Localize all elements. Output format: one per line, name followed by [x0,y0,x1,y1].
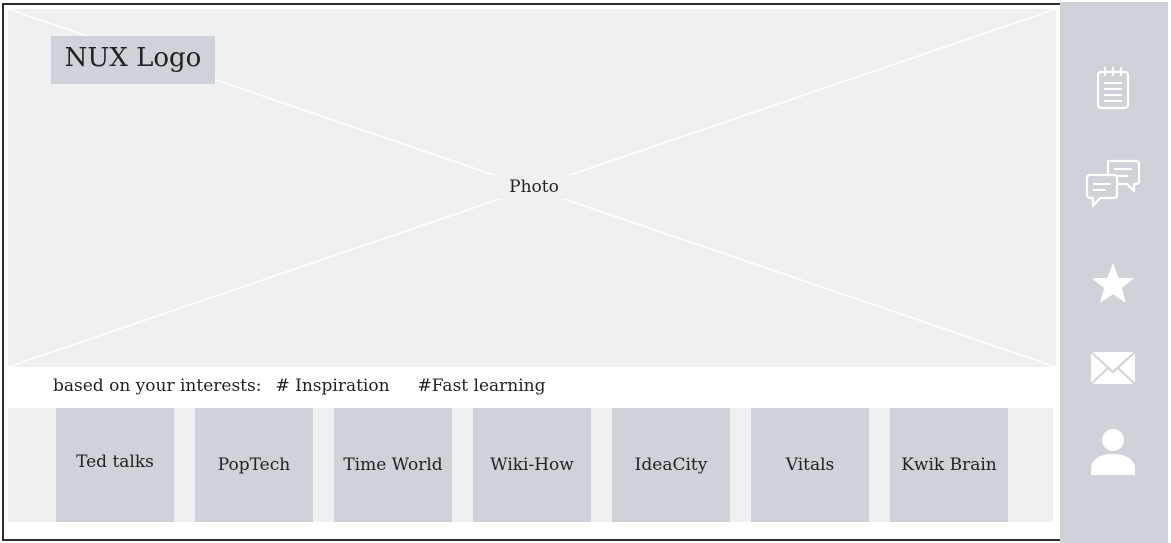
photo-label: Photo [478,175,590,199]
tag-inspiration[interactable]: # Inspiration [275,376,390,396]
card-vitals[interactable]: Vitals [751,408,869,522]
card-label: Wiki-How [490,455,574,475]
card-kwik-brain[interactable]: Kwik Brain [890,408,1008,522]
logo[interactable]: NUX Logo [51,36,215,84]
card-label: IdeaCity [634,455,708,475]
card-label: Ted talks [76,452,154,472]
mail-icon[interactable] [1084,342,1142,394]
star-icon[interactable] [1084,258,1142,310]
card-time-world[interactable]: Time World [334,408,452,522]
card-ideacity[interactable]: IdeaCity [612,408,730,522]
tag-fast-learning[interactable]: #Fast learning [417,376,546,396]
interests-label: based on your interests: [53,376,262,396]
interests-bar: based on your interests: # Inspiration #Fa… [53,375,546,397]
notepad-icon[interactable] [1084,62,1142,114]
chat-bubbles-icon[interactable] [1084,158,1142,210]
card-wiki-how[interactable]: Wiki-How [473,408,591,522]
card-ted-talks[interactable]: Ted talks [56,408,174,522]
card-poptech[interactable]: PopTech [195,408,313,522]
card-label: Kwik Brain [901,455,997,475]
right-sidebar [1060,2,1168,543]
user-icon[interactable] [1084,426,1142,478]
card-label: PopTech [217,455,291,475]
card-label: Vitals [785,455,835,475]
card-label: Time World [343,455,443,475]
hero-photo-placeholder: Photo NUX Logo [8,9,1056,367]
channel-cards-row: Ted talks PopTech Time World Wiki-How Id… [8,408,1053,522]
